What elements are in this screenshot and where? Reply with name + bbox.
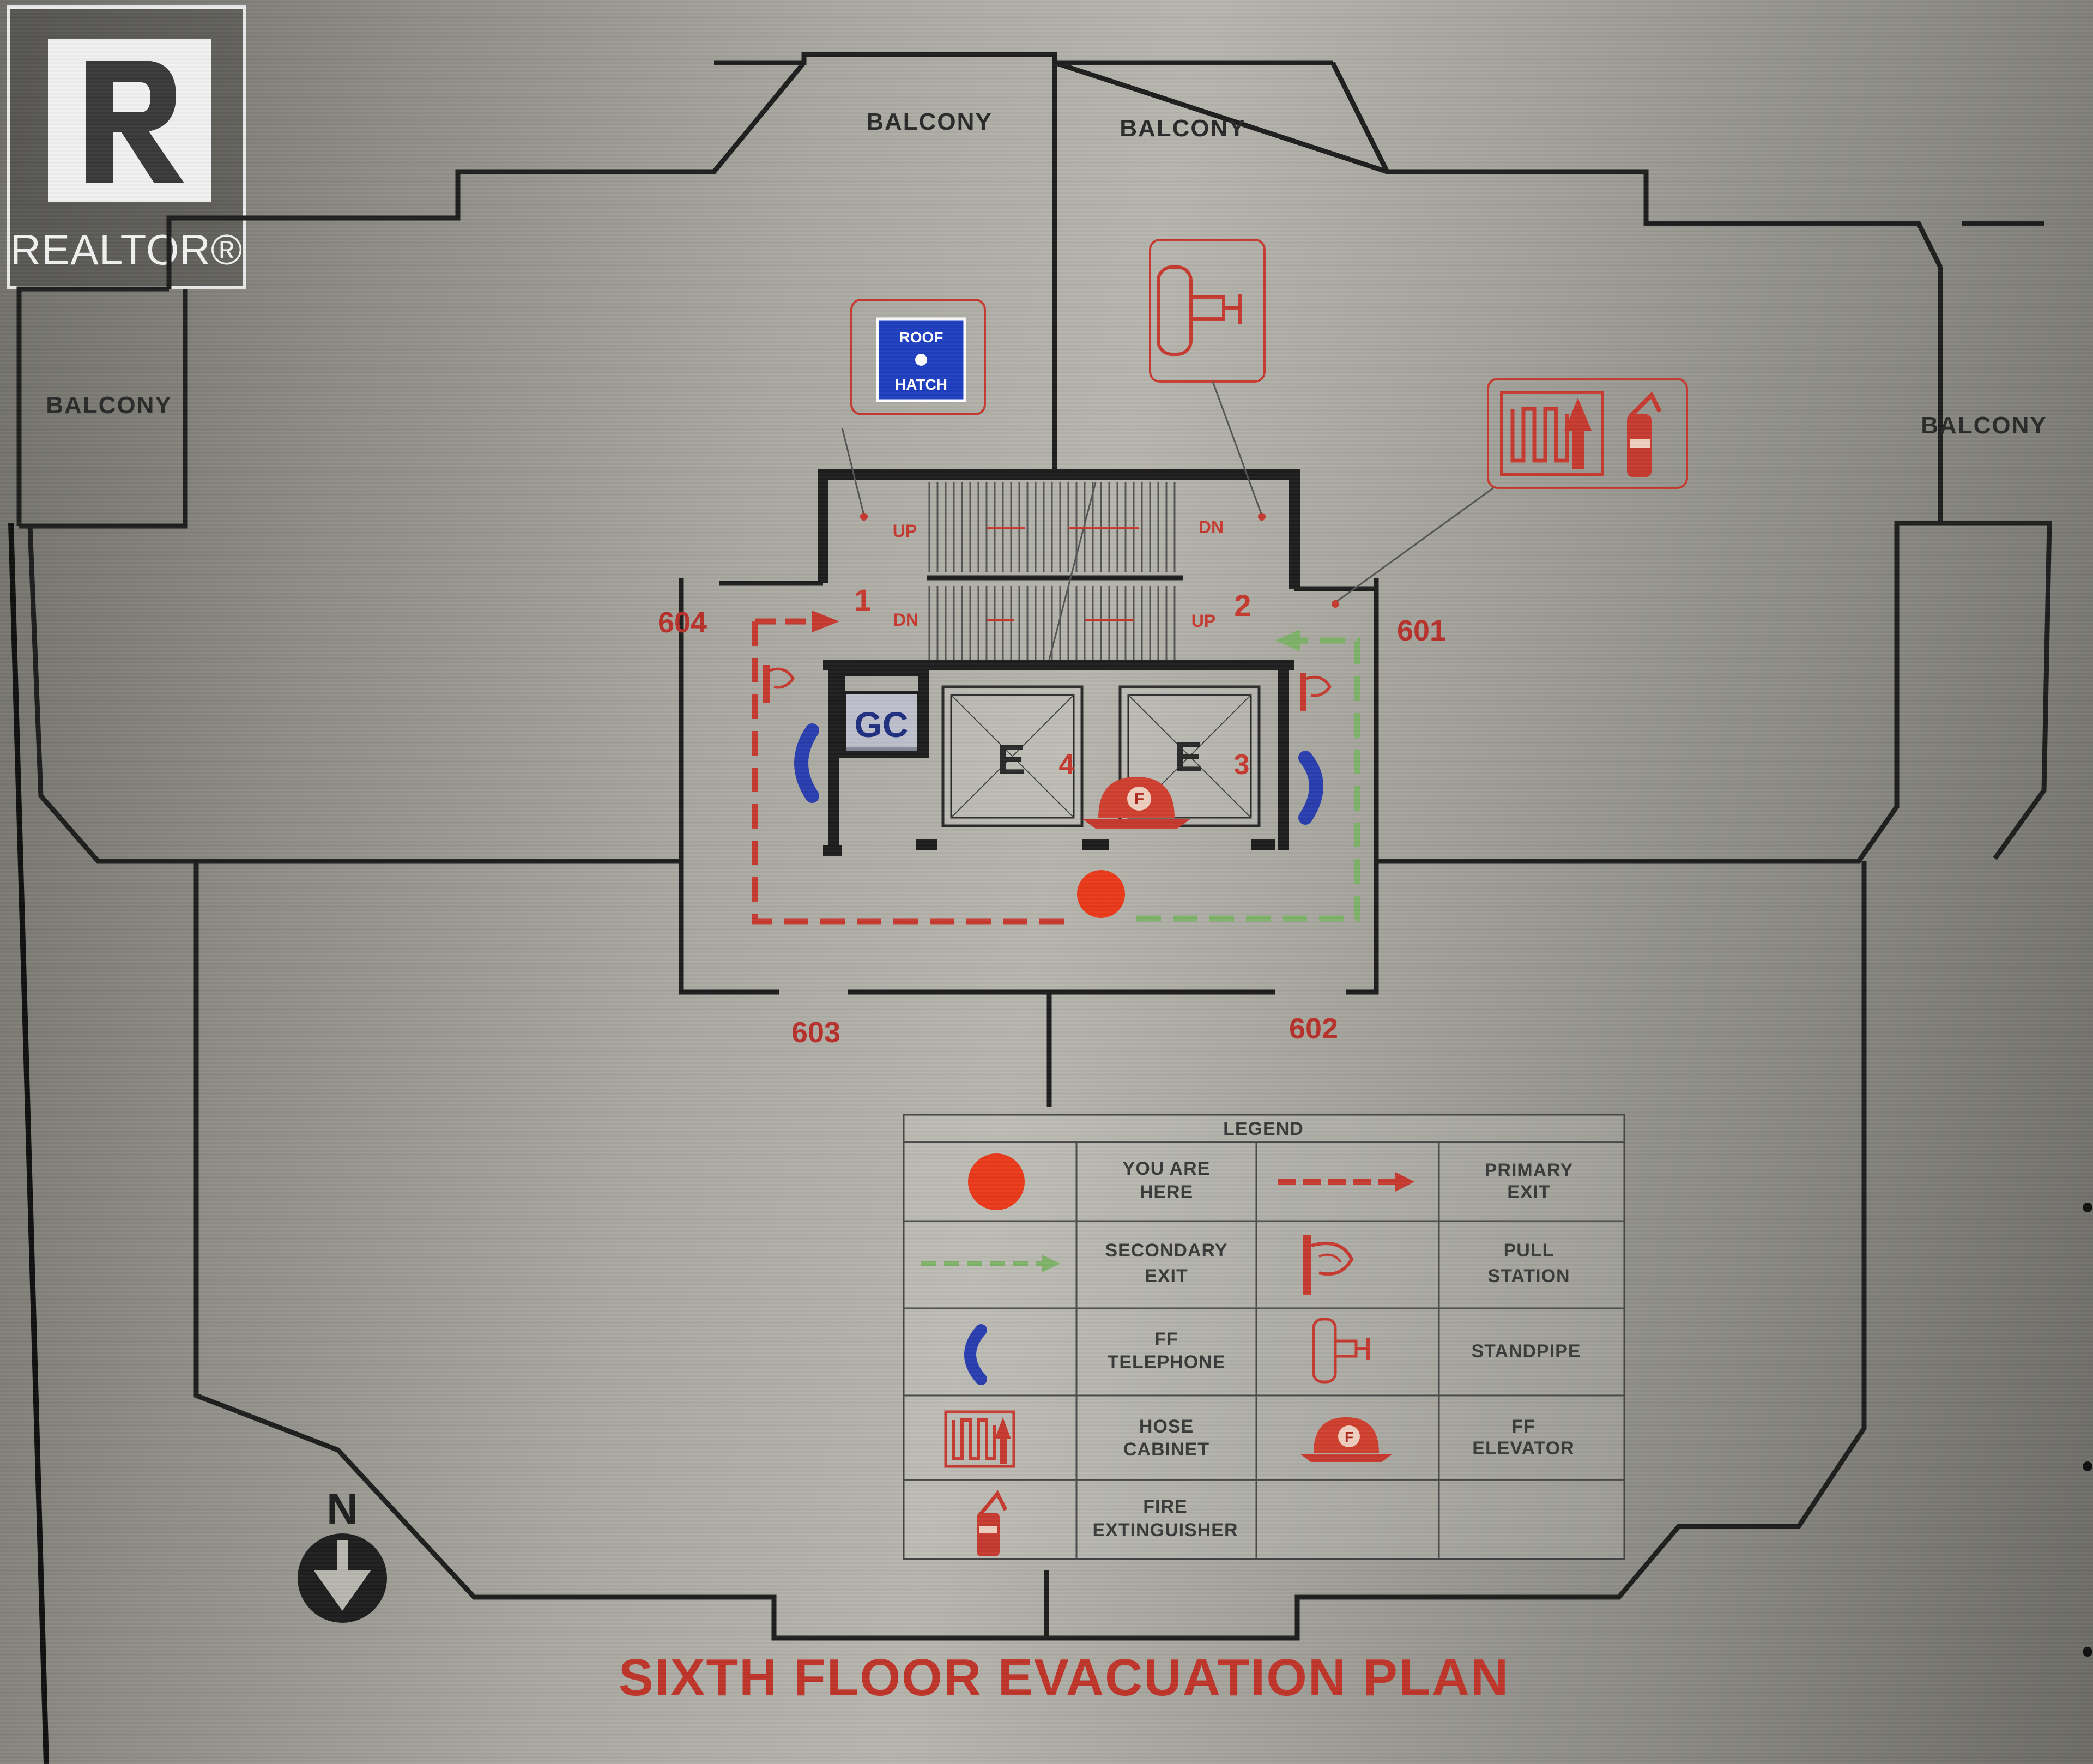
balcony-label-north-right: BALCONY — [1120, 115, 1246, 142]
building-outline — [16, 52, 2052, 1641]
gc-label: GC — [855, 704, 909, 745]
legend-secondary-exit-icon — [921, 1255, 1060, 1272]
unit-604-label: 604 — [658, 606, 707, 639]
elevator-3-letter: E — [1174, 733, 1202, 781]
legend-ff-elevator-icon: F — [1300, 1417, 1393, 1462]
screw-dot-2 — [2083, 1461, 2092, 1471]
sign-frame-left — [8, 523, 49, 1764]
ff-elevator-helmet-icon: F — [1082, 777, 1191, 829]
legend-ff-telephone-label-2: TELEPHONE — [1108, 1352, 1226, 1373]
legend-hose-cabinet-label-1: HOSE — [1139, 1416, 1194, 1437]
realtor-r-icon — [48, 39, 211, 202]
primary-exit-route — [752, 621, 1068, 925]
secondary-exit-arrowhead — [1275, 630, 1300, 651]
legend-ff-telephone-label-1: FF — [1154, 1329, 1178, 1350]
roof-hatch-callout — [841, 299, 986, 521]
legend-you-are-here-label-1: YOU ARE — [1123, 1158, 1211, 1179]
legend-primary-exit-label-1: PRIMARY — [1485, 1160, 1574, 1181]
legend-ff-elevator-label-2: ELEVATOR — [1472, 1438, 1574, 1459]
primary-exit-arrowhead — [812, 611, 839, 632]
legend-pull-station-label-1: PULL — [1504, 1240, 1554, 1261]
elevator-4 — [941, 685, 1084, 827]
stair-2-number: 2 — [1234, 588, 1251, 623]
svg-text:F: F — [1345, 1429, 1353, 1445]
stair-1-number: 1 — [854, 583, 871, 617]
unit-603-label: 603 — [791, 1016, 840, 1049]
plan-title: SIXTH FLOOR EVACUATION PLAN — [619, 1648, 1509, 1707]
elevator-4-letter: E — [997, 735, 1025, 783]
realtor-logo[interactable]: REALTOR® — [7, 5, 246, 289]
screw-dot-3 — [2083, 1647, 2092, 1657]
hose-extinguisher-callout — [1332, 378, 1688, 608]
pull-station-icon-left — [763, 665, 795, 703]
legend-you-are-here-label-2: HERE — [1140, 1182, 1193, 1203]
legend-primary-exit-icon — [1278, 1172, 1414, 1192]
unit-601-label: 601 — [1397, 614, 1446, 647]
legend-secondary-exit-label-1: SECONDARY — [1105, 1240, 1228, 1261]
gc-box — [843, 691, 920, 754]
unit-602-label: 602 — [1289, 1012, 1338, 1045]
legend-hose-cabinet-icon — [944, 1410, 1015, 1468]
compass-n-label: N — [326, 1484, 358, 1533]
legend-you-are-here-icon — [968, 1153, 1025, 1210]
roof-hatch-line1: ROOF — [899, 329, 943, 346]
balcony-label-east: BALCONY — [1921, 412, 2047, 439]
stair-dn-label-bottom: DN — [893, 610, 918, 630]
balcony-label-west: BALCONY — [46, 392, 172, 419]
you-are-here-marker — [1077, 870, 1125, 918]
elevator-3-number: 3 — [1234, 749, 1250, 781]
legend-hose-cabinet-label-2: CABINET — [1123, 1439, 1209, 1460]
realtor-wordmark: REALTOR® — [10, 226, 243, 274]
legend-standpipe-label: STANDPIPE — [1471, 1341, 1581, 1362]
stair-up-label-top: UP — [893, 521, 917, 541]
stair-up-label-bottom: UP — [1191, 611, 1215, 631]
legend-ff-telephone-icon — [964, 1324, 987, 1385]
pull-station-icon-right — [1300, 673, 1332, 711]
svg-text:F: F — [1134, 790, 1144, 808]
screw-dot-1 — [2083, 1203, 2092, 1212]
stair-treads — [928, 482, 1176, 660]
north-compass-icon — [298, 1533, 387, 1623]
stair-dn-label-top: DN — [1199, 517, 1224, 537]
roof-hatch-line2: HATCH — [895, 376, 947, 393]
standpipe-callout — [1149, 239, 1266, 521]
stair-arrows — [987, 527, 1139, 621]
ff-telephone-icon-left — [794, 723, 819, 803]
legend-fire-extinguisher-icon — [977, 1490, 1008, 1556]
legend-fire-extinguisher-label-1: FIRE — [1143, 1496, 1187, 1517]
legend-pull-station-icon — [1303, 1235, 1354, 1295]
legend-primary-exit-label-2: EXIT — [1507, 1182, 1551, 1203]
legend-standpipe-icon — [1312, 1318, 1370, 1384]
secondary-exit-route — [1136, 637, 1360, 922]
legend-title: LEGEND — [1223, 1119, 1304, 1139]
legend-secondary-exit-label-2: EXIT — [1145, 1266, 1188, 1286]
balcony-label-north-left: BALCONY — [866, 108, 993, 135]
legend-fire-extinguisher-label-2: EXTINGUISHER — [1092, 1520, 1238, 1541]
ff-telephone-icon-right — [1298, 751, 1323, 825]
legend-ff-elevator-label-1: FF — [1511, 1416, 1535, 1437]
elevator-4-number: 4 — [1059, 749, 1075, 781]
legend-pull-station-label-2: STATION — [1487, 1266, 1570, 1286]
